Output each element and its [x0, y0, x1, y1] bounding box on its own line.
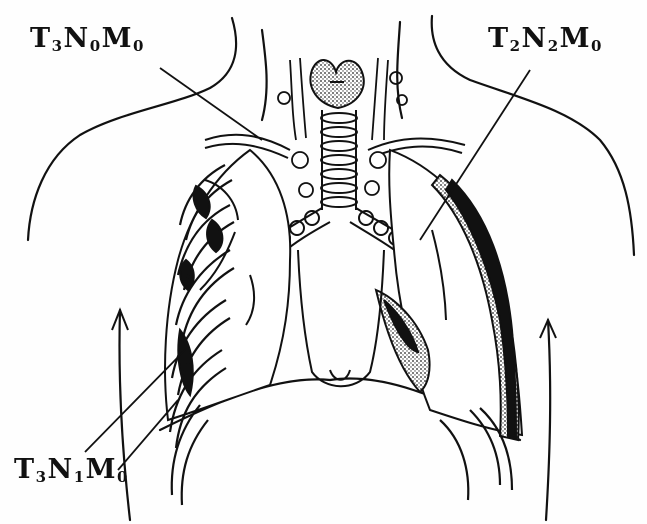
- right-lung: [165, 150, 290, 420]
- leader-line-top-left: [160, 68, 262, 140]
- t-value-top-right: 2: [510, 37, 521, 55]
- neck-inner-left: [262, 30, 267, 120]
- t-value-bottom-left: 3: [36, 468, 47, 486]
- m-value-bottom-left: 0: [117, 468, 128, 486]
- stage-label-top-right: T2N2M0: [488, 25, 603, 54]
- n-value-top-right: 2: [548, 37, 559, 55]
- t-value-top-left: 3: [52, 37, 63, 55]
- stage-label-top-left: T3N0M0: [30, 25, 145, 54]
- thyroid: [310, 60, 363, 108]
- stage-label-bottom-left: T3N1M0: [14, 456, 129, 485]
- trachea: [321, 110, 357, 210]
- m-value-top-right: 0: [591, 37, 602, 55]
- n-value-bottom-left: 1: [74, 468, 85, 486]
- left-lung: [376, 150, 522, 440]
- heart: [298, 250, 384, 386]
- m-value-top-left: 0: [133, 37, 144, 55]
- hilar-nodes: [292, 152, 386, 197]
- n-value-top-left: 0: [90, 37, 101, 55]
- arm-right-outline: [546, 320, 550, 520]
